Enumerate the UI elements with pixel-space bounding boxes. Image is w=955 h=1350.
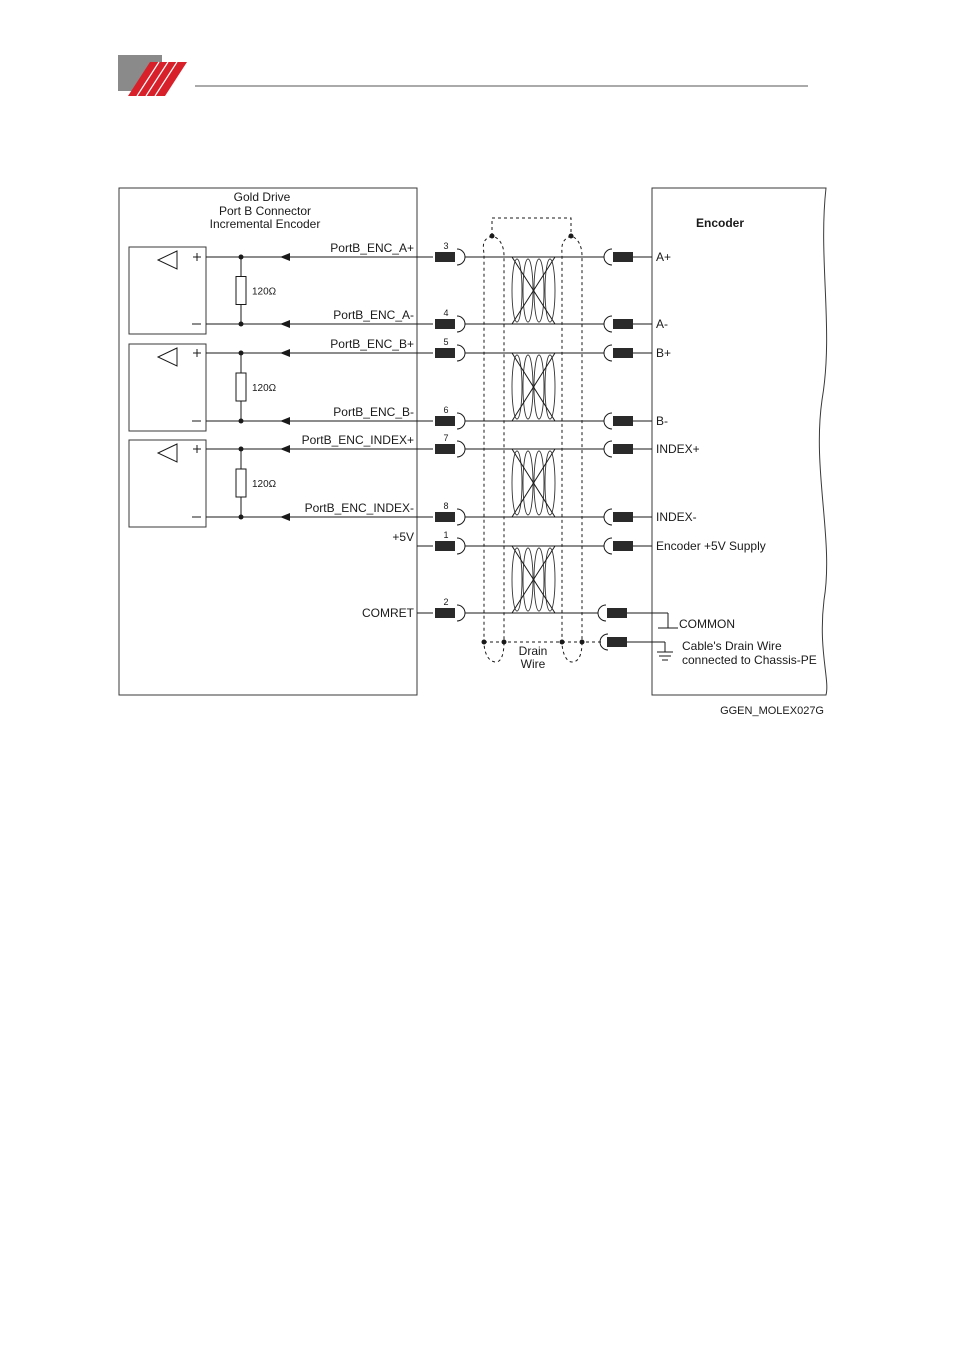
pin-number: 1 (443, 530, 448, 540)
connector-plug (613, 348, 633, 358)
encoder-terminal-label: B+ (656, 346, 671, 360)
pin-number: 8 (443, 501, 448, 511)
connector-plug (435, 512, 455, 522)
wire: PortB_ENC_A- 4A- (241, 308, 668, 333)
connector-plug (435, 541, 455, 551)
signal-label: PortB_ENC_A- (333, 308, 414, 322)
drain-note: connected to Chassis-PE (682, 653, 817, 667)
connector-plug (435, 416, 455, 426)
company-logo (118, 55, 187, 97)
drive-box (118, 187, 418, 696)
signal-label: PortB_ENC_INDEX+ (302, 433, 414, 447)
twisted-pair (511, 545, 556, 614)
drain-connection (599, 633, 673, 661)
connector-plug (613, 252, 633, 262)
connector-plug (607, 608, 627, 618)
connector-plug (435, 252, 455, 262)
arrow-icon (280, 513, 290, 521)
drain-note: Cable's Drain Wire (682, 639, 782, 653)
resistor (235, 372, 247, 402)
encoder-terminal-label: A+ (656, 250, 671, 264)
connector-plug (435, 348, 455, 358)
twisted-pair (511, 352, 556, 422)
signal-label: PortB_ENC_B+ (330, 337, 414, 351)
pin-number: 6 (443, 405, 448, 415)
arrow-icon (280, 349, 290, 357)
receiver-triangle-icon (156, 443, 178, 463)
wire: PortB_ENC_A+ 3A+ (241, 241, 671, 266)
twisted-pair (511, 256, 556, 325)
wire: PortB_ENC_B- 6B- (241, 405, 668, 430)
encoder-terminal-label: Encoder +5V Supply (656, 539, 766, 553)
receiver-box (128, 246, 207, 335)
wire: PortB_ENC_B+ 5B+ (241, 337, 671, 362)
connector-plug (435, 444, 455, 454)
connector-plug (613, 444, 633, 454)
signal-channels: 120Ω PortB_ENC_A+ 3A+ PortB_ENC_A- 4A- 120Ω Po… (128, 241, 700, 528)
signal-label: PortB_ENC_A+ (330, 241, 414, 255)
encoder-terminal-label: A- (656, 317, 668, 331)
resistor-value: 120Ω (252, 287, 277, 298)
connector-plug (435, 319, 455, 329)
encoder-box (651, 187, 828, 696)
pin-number: 2 (443, 597, 448, 607)
connector-plug (613, 512, 633, 522)
signal-label: PortB_ENC_B- (333, 405, 414, 419)
receiver-box (128, 343, 207, 432)
resistor (235, 468, 247, 498)
connector-plug (613, 541, 633, 551)
encoder-channel: 120Ω PortB_ENC_A+ 3A+ PortB_ENC_A- 4A- (128, 241, 671, 335)
receiver-triangle-icon (156, 250, 178, 270)
connector-plug (613, 319, 633, 329)
encoder-terminal-label: INDEX- (656, 510, 697, 524)
receiver-box (128, 439, 207, 528)
drive-title-line: Port B Connector (219, 204, 311, 218)
resistor (235, 276, 247, 305)
signal-label: COMRET (362, 606, 415, 620)
resistor-value: 120Ω (252, 479, 277, 490)
arrow-icon (280, 417, 290, 425)
cable-shield (481, 217, 604, 663)
resistor-value: 120Ω (252, 383, 277, 394)
twisted-pair (511, 448, 556, 518)
arrow-icon (280, 320, 290, 328)
receiver-triangle-icon (156, 347, 178, 367)
encoder-channel: 120Ω PortB_ENC_B+ 5B+ PortB_ENC_B- 6B- (128, 337, 671, 432)
drive-title-line: Gold Drive (234, 190, 291, 204)
drain-wire-label: Drain (519, 644, 548, 658)
encoder-terminal-label: COMMON (679, 617, 735, 631)
arrow-icon (280, 253, 290, 261)
figure-id: GGEN_MOLEX027G (720, 705, 824, 717)
encoder-title: Encoder (696, 216, 744, 230)
encoder-channel: 120ΩPortB_ENC_INDEX+7INDEX+PortB_ENC_IND… (128, 433, 700, 528)
arrow-icon (280, 445, 290, 453)
pin-number: 7 (443, 433, 448, 443)
drain-wire-label: Wire (521, 657, 546, 671)
drive-title: Gold Drive Port B Connector Incremental … (210, 190, 321, 231)
connector-plug (613, 416, 633, 426)
encoder-terminal-label: INDEX+ (656, 442, 700, 456)
pin-number: 3 (443, 241, 448, 251)
pin-number: 5 (443, 337, 448, 347)
signal-label: +5V (392, 530, 414, 544)
signal-label: PortB_ENC_INDEX- (305, 501, 414, 515)
drive-title-line: Incremental Encoder (210, 217, 321, 231)
encoder-terminal-label: B- (656, 414, 668, 428)
pin-number: 4 (443, 308, 448, 318)
connector-plug (435, 608, 455, 618)
